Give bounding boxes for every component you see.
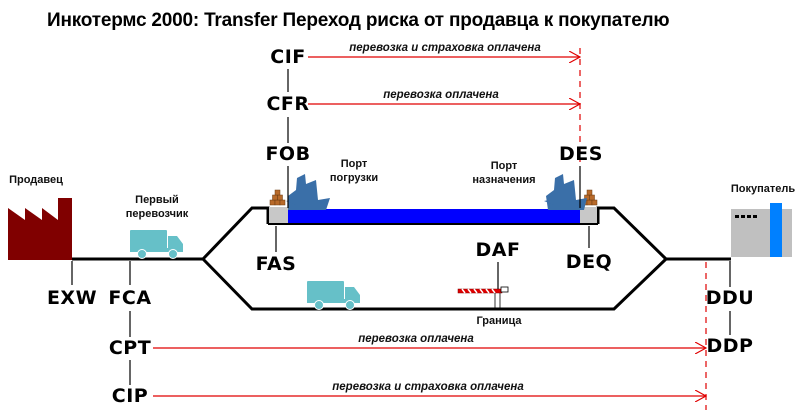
truck-icon-first-carrier <box>130 230 183 259</box>
term-ddu: DDU <box>705 287 755 309</box>
cargo-icon-destination <box>581 189 598 206</box>
buyer-building-icon <box>731 203 792 257</box>
port-loading-label: Порт погрузки <box>329 158 379 184</box>
term-cif: CIF <box>270 46 306 68</box>
border-barrier-icon <box>457 286 509 309</box>
port-destination-label: Порт назначения <box>472 160 536 186</box>
route-upper-right <box>596 206 668 261</box>
cargo-icon-loading <box>269 189 286 206</box>
term-deq: DEQ <box>565 251 613 273</box>
note-cif: перевозка и страховка оплачена <box>349 42 541 54</box>
term-connectors <box>71 69 731 385</box>
route-lines <box>72 206 731 311</box>
diagram-title: Инкотермс 2000: Transfer Переход риска о… <box>47 10 670 31</box>
border-label: Граница <box>476 315 522 327</box>
loading-dock <box>269 207 288 223</box>
seller-factory-icon <box>8 198 72 260</box>
route-upper-left <box>201 206 270 261</box>
route-lower-land <box>201 257 668 311</box>
ship-icon-destination <box>544 174 587 210</box>
note-cpt: перевозка оплачена <box>358 333 474 345</box>
term-cfr: CFR <box>266 93 310 115</box>
seller-label: Продавец <box>9 174 63 186</box>
note-cfr: перевозка оплачена <box>383 89 499 101</box>
term-ddp: DDP <box>706 335 754 357</box>
term-fas: FAS <box>255 253 297 275</box>
term-fob: FOB <box>265 143 311 165</box>
sea-water <box>288 209 580 223</box>
buyer-label: Покупатель <box>730 183 796 195</box>
destination-dock <box>580 207 597 223</box>
term-des: DES <box>559 143 603 165</box>
term-cpt: CPT <box>108 337 152 359</box>
term-cip: CIP <box>111 385 149 407</box>
truck-icon-land-route <box>307 281 360 310</box>
ship-icon-loading <box>286 174 330 210</box>
term-fca: FCA <box>108 287 152 309</box>
first-carrier-label: Первый перевозчик <box>125 194 189 220</box>
note-cip: перевозка и страховка оплачена <box>332 381 524 393</box>
term-exw: EXW <box>46 287 98 309</box>
term-daf: DAF <box>475 239 521 261</box>
